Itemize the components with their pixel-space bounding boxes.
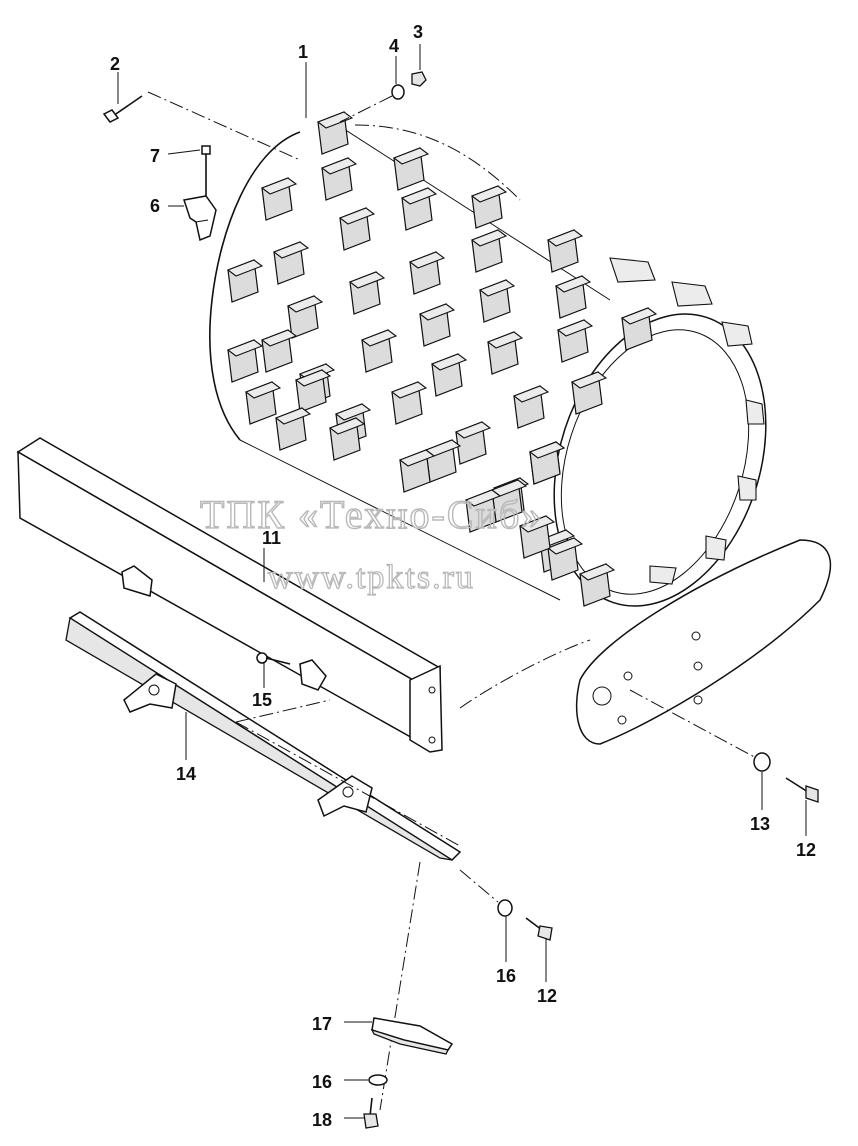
drum-pad-top bbox=[328, 417, 366, 435]
drum-pad-top bbox=[578, 563, 616, 581]
callout-6: 6 bbox=[150, 196, 160, 216]
washer-16-lower bbox=[368, 1074, 388, 1086]
drum-pad-top bbox=[286, 295, 324, 313]
watermark: ТПК «Техно-Сиб» www.tpkts.ru bbox=[199, 491, 543, 596]
washer-13 bbox=[753, 752, 771, 772]
drum-pad-top bbox=[408, 251, 446, 269]
drum-pad-top bbox=[260, 329, 298, 347]
bolt-7 bbox=[201, 145, 211, 196]
drum-pad-top bbox=[274, 407, 312, 425]
drum-pad-top bbox=[360, 329, 398, 347]
callout-18: 18 bbox=[312, 1110, 332, 1130]
callout-1: 1 bbox=[298, 42, 308, 62]
drum-pad-top bbox=[486, 331, 524, 349]
drum-pad-top bbox=[512, 385, 550, 403]
scraper-blade-14 bbox=[65, 611, 462, 861]
callout-16-lower: 16 bbox=[312, 1072, 332, 1092]
drum-pad-top bbox=[554, 275, 592, 293]
padfoot-drum bbox=[209, 111, 767, 607]
side-plate bbox=[459, 539, 831, 761]
drum-pad-top bbox=[518, 515, 556, 533]
callout-13: 13 bbox=[750, 814, 770, 834]
drum-pads bbox=[226, 111, 658, 607]
bolt-18 bbox=[363, 1097, 379, 1129]
bolt-12-lower bbox=[525, 917, 553, 941]
drum-pad-top bbox=[470, 229, 508, 247]
drum-pad-top bbox=[454, 421, 492, 439]
center-line bbox=[379, 861, 421, 1111]
watermark-url: www.tpkts.ru bbox=[268, 559, 475, 596]
drum-pad-top bbox=[272, 241, 310, 259]
callout-3: 3 bbox=[413, 22, 423, 42]
drum-pad-top bbox=[338, 207, 376, 225]
drum-pad-top bbox=[226, 339, 264, 357]
drum-pad-top bbox=[244, 381, 282, 399]
drum-pad-top bbox=[418, 303, 456, 321]
drum-pad-top bbox=[320, 157, 358, 175]
drum-pad-top bbox=[390, 381, 428, 399]
drum-pad-top bbox=[334, 403, 372, 421]
drum-pad-top bbox=[430, 353, 468, 371]
bolt-12-right bbox=[785, 777, 819, 803]
drum-pad-top bbox=[348, 271, 386, 289]
drum-pad-top bbox=[260, 177, 298, 195]
callout-14: 14 bbox=[176, 764, 196, 784]
drum-pad-top bbox=[226, 259, 264, 277]
drum-pad-top bbox=[556, 319, 594, 337]
drum-pad-top bbox=[392, 147, 430, 165]
scraper-tip-17 bbox=[370, 1017, 454, 1055]
nut-3 bbox=[411, 71, 427, 87]
drum-pad-top bbox=[316, 111, 354, 129]
drum-pad-top bbox=[294, 369, 332, 387]
callout-12-right: 12 bbox=[796, 840, 816, 860]
washer-16-upper bbox=[459, 869, 513, 917]
washer-4 bbox=[339, 84, 405, 123]
watermark-company: ТПК «Техно-Сиб» bbox=[200, 492, 543, 537]
callout-16-upper: 16 bbox=[496, 966, 516, 986]
drum-pad-top bbox=[464, 489, 502, 507]
drum-pad-top bbox=[400, 187, 438, 205]
drum-pad-top bbox=[620, 307, 658, 325]
drum-pad-top bbox=[398, 449, 436, 467]
pin-15 bbox=[256, 652, 291, 665]
scraper-beam-11 bbox=[16, 437, 443, 753]
drum-pad-top bbox=[478, 279, 516, 297]
drum-pad-top bbox=[528, 441, 566, 459]
callout-12-lower: 12 bbox=[537, 986, 557, 1006]
drum-pad-top bbox=[546, 229, 584, 247]
callout-11: 11 bbox=[262, 528, 281, 548]
callout-15: 15 bbox=[252, 690, 272, 710]
drum-pad-top bbox=[570, 371, 608, 389]
callout-4: 4 bbox=[389, 36, 399, 56]
clamp-6 bbox=[183, 195, 217, 242]
callout-7: 7 bbox=[150, 146, 160, 166]
callout-17: 17 bbox=[312, 1014, 332, 1034]
drum-pad-top bbox=[546, 537, 584, 555]
bolt-2 bbox=[102, 91, 301, 161]
callout-2: 2 bbox=[110, 54, 120, 74]
callout-labels: 1 2 3 4 6 7 11 12 12 13 14 15 16 16 17 1… bbox=[110, 22, 816, 1130]
leader-lines bbox=[117, 44, 807, 1119]
drum-pad-top bbox=[470, 185, 508, 203]
